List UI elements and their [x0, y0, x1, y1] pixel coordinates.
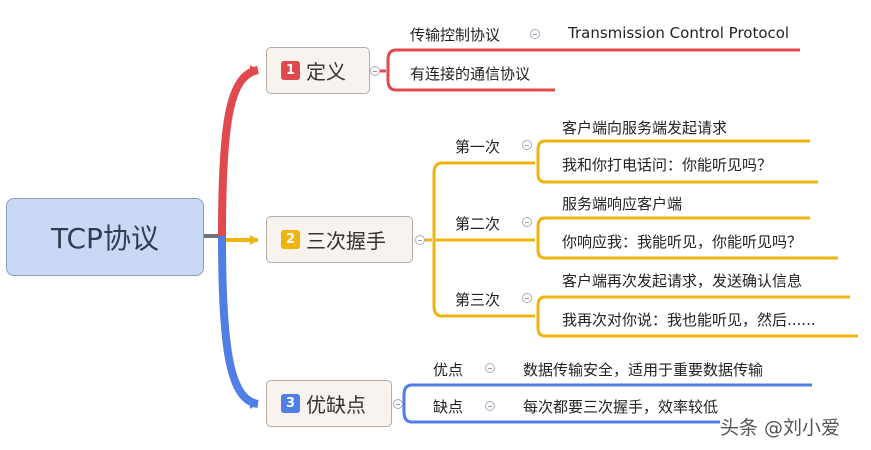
topic-pros-cons[interactable]: 3 优缺点 [266, 380, 392, 427]
collapse-icon[interactable] [485, 401, 495, 411]
collapse-icon[interactable] [522, 293, 532, 303]
topic-label: 定义 [306, 60, 346, 84]
cons-label[interactable]: 缺点 [433, 398, 464, 416]
collapse-icon[interactable] [522, 140, 532, 150]
root-topic[interactable]: TCP协议 [6, 198, 204, 276]
topic-label: 优缺点 [306, 393, 366, 417]
pros-note[interactable]: 数据传输安全，适用于重要数据传输 [523, 361, 764, 379]
topic-label: 三次握手 [306, 229, 386, 253]
leaf-item[interactable]: 我和你打电话问：你能听见吗？ [562, 156, 773, 174]
collapse-icon[interactable] [393, 399, 403, 409]
leaf-item[interactable]: 服务端响应客户端 [562, 195, 683, 213]
leaf-item[interactable]: 传输控制协议 [410, 26, 501, 44]
leaf-note[interactable]: Transmission Control Protocol [568, 24, 790, 42]
collapse-icon[interactable] [370, 66, 380, 76]
collapse-icon[interactable] [530, 29, 540, 39]
topic-definition[interactable]: 1 定义 [266, 47, 370, 94]
pros-label[interactable]: 优点 [433, 361, 464, 379]
leaf-item[interactable]: 客户端向服务端发起请求 [562, 119, 728, 137]
priority-3-icon: 3 [281, 394, 300, 413]
step-label[interactable]: 第二次 [455, 215, 501, 233]
collapse-icon[interactable] [485, 363, 495, 373]
cons-note[interactable]: 每次都要三次握手，效率较低 [523, 398, 719, 416]
collapse-icon[interactable] [522, 217, 532, 227]
topic-handshake[interactable]: 2 三次握手 [266, 216, 413, 263]
priority-1-icon: 1 [281, 61, 300, 80]
leaf-item[interactable]: 你响应我：我能听见，你能听见吗？ [562, 233, 803, 251]
step-label[interactable]: 第一次 [455, 138, 501, 156]
leaf-item[interactable]: 我再次对你说：我也能听见，然后...... [562, 311, 816, 329]
priority-2-icon: 2 [281, 230, 300, 249]
step-label[interactable]: 第三次 [455, 291, 501, 309]
collapse-icon[interactable] [415, 235, 425, 245]
leaf-item[interactable]: 有连接的通信协议 [410, 65, 531, 83]
leaf-item[interactable]: 客户端再次发起请求，发送确认信息 [562, 272, 803, 290]
watermark: 头条 @刘小爱 [720, 417, 841, 439]
